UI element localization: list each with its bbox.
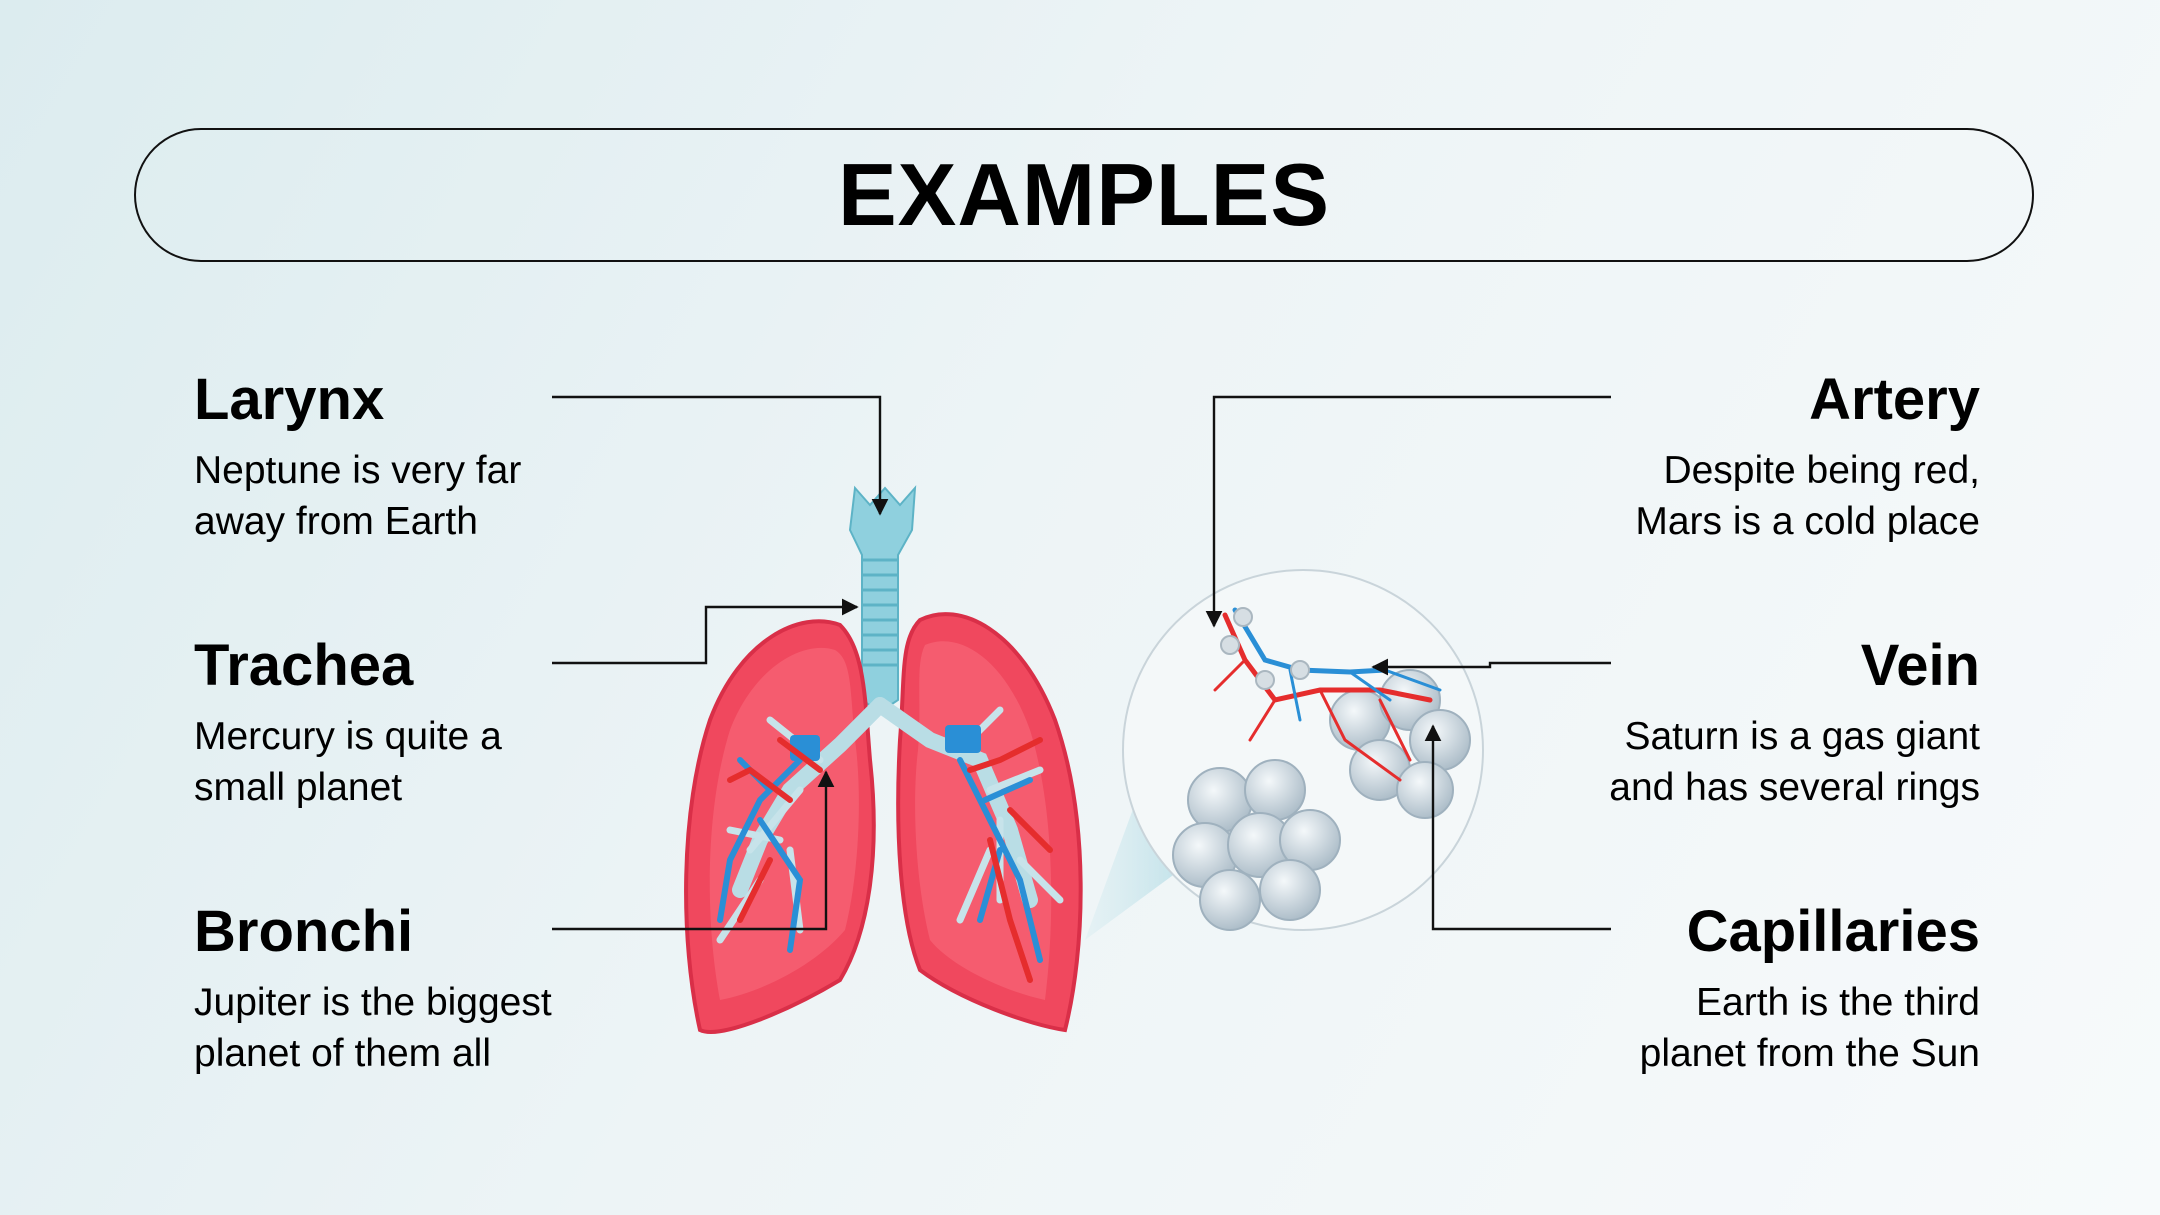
alveoli-inset-illustration bbox=[1122, 569, 1484, 931]
artery-connector bbox=[1205, 395, 1611, 628]
larynx-connector bbox=[552, 395, 889, 516]
label-artery: Artery Despite being red,Mars is a cold … bbox=[1460, 365, 1980, 547]
label-heading: Vein bbox=[1860, 633, 1980, 698]
trachea-illustration bbox=[848, 485, 917, 714]
label-description: Despite being red,Mars is a cold place bbox=[1635, 449, 1980, 543]
vein-connector bbox=[1371, 658, 1611, 676]
capillaries-connector bbox=[1424, 724, 1611, 931]
bronchi-illustration bbox=[716, 697, 1064, 983]
label-heading: Capillaries bbox=[1686, 899, 1980, 964]
label-heading: Bronchi bbox=[194, 899, 414, 964]
page-title: EXAMPLES bbox=[837, 145, 1331, 244]
label-heading: Larynx bbox=[194, 367, 385, 432]
title-banner: EXAMPLES bbox=[134, 128, 2034, 262]
label-heading: Trachea bbox=[194, 633, 414, 698]
connector-lines bbox=[552, 395, 1611, 931]
label-heading: Artery bbox=[1809, 367, 1980, 432]
left-lung-illustration bbox=[684, 619, 876, 1034]
trachea-connector bbox=[552, 598, 859, 665]
bronchi-connector bbox=[552, 770, 835, 931]
